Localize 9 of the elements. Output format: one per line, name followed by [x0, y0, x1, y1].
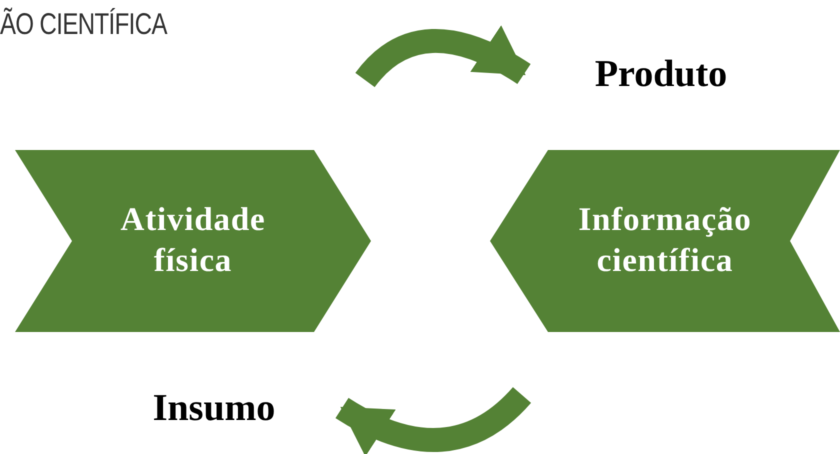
chevron-shape: [15, 150, 371, 332]
label-text: Produto: [594, 55, 728, 93]
curved-arrow: [356, 26, 530, 88]
title: ÃO CIENTÍFICA: [0, 10, 167, 40]
chevron-label: Atividade física: [120, 200, 266, 281]
chevron-shape: [490, 150, 840, 332]
chevron-label: Informação científica: [577, 200, 753, 281]
curved-arrow: [336, 386, 531, 454]
label-text: Insumo: [152, 389, 276, 427]
